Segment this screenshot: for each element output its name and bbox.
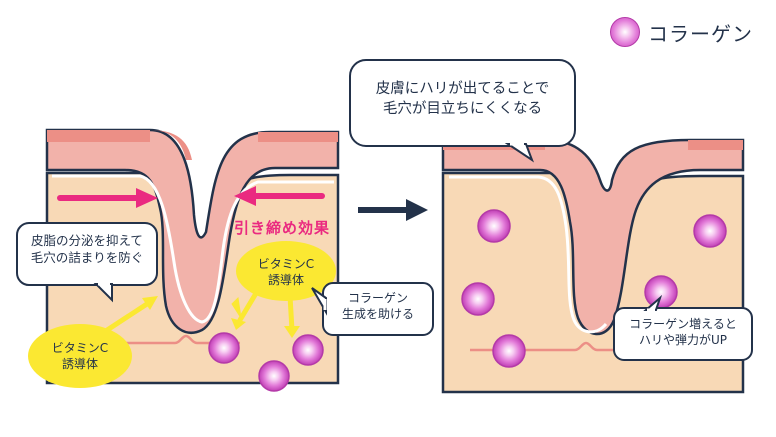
collagen-dot: [258, 360, 290, 392]
collagen-dot: [477, 209, 511, 243]
collagen-dot: [461, 282, 495, 316]
collagen-up-bubble: [613, 294, 753, 361]
collagen-help-box: [322, 282, 434, 336]
transition-arrow: [358, 199, 428, 221]
vitc-pointer-right-head: [284, 326, 300, 338]
sebum-note: 皮脂の分泌を抑えて 毛穴の詰まりを防ぐ: [17, 233, 157, 267]
firmness-note-line-2: 毛穴が目立ちにくくなる: [382, 100, 543, 117]
left-epidermis-surface: [47, 130, 150, 142]
right-push-arrow-head: [136, 188, 158, 208]
vitc-bottom-line-1: ビタミンC: [51, 341, 109, 355]
firmness-bubble: [349, 59, 576, 163]
vitc-bubble-top: [236, 241, 336, 301]
vitc-bottom-line-2: 誘導体: [61, 357, 98, 372]
vitc-label-top: ビタミンC 誘導体: [246, 256, 326, 288]
firmness-note-line-1: 皮膚にハリが出てることで: [375, 81, 550, 97]
legend-label: コラーゲン: [648, 21, 753, 46]
collagen-up-line-2: ハリや弾力がUP: [638, 333, 728, 348]
collagen-help-line-1: コラーゲン: [347, 291, 408, 305]
left-epidermis: [45, 128, 340, 334]
collagen-up-note: コラーゲン増えると ハリや弾力がUP: [614, 316, 752, 348]
vitc-top-line-1: ビタミンC: [257, 257, 315, 271]
left-collagen-dots: [208, 332, 324, 392]
vitc-pointer-left-head: [231, 318, 246, 330]
collagen-help-bubble: [311, 282, 434, 336]
vitc-bubble-top-shape: [236, 241, 336, 301]
sebum-note-line-1: 皮脂の分泌を抑えて: [31, 233, 143, 248]
right-collagen-dots: [461, 209, 727, 368]
collagen-dot: [644, 275, 678, 309]
firmness-bubble-box: [349, 59, 576, 147]
left-capillary: [60, 334, 240, 345]
left-epidermis-surface-2: [258, 132, 338, 142]
collagen-help-line-2: 生成を助ける: [341, 307, 414, 322]
right-capillary: [470, 341, 640, 352]
right-epidermis: [441, 138, 745, 336]
vitc-bubble-bottom-shape: [28, 324, 132, 388]
vitc-pointer-right-shaft: [287, 293, 295, 333]
vitc-pointers: [92, 287, 300, 341]
vitc-top-line-2: 誘導体: [267, 273, 304, 288]
collagen-dot: [693, 214, 727, 248]
vitc-label-bottom: ビタミンC 誘導体: [38, 340, 122, 372]
effect-label: 引き締め効果: [233, 219, 330, 237]
right-epidermis-surface-2: [688, 140, 743, 150]
right-pore-inner-outline: [449, 175, 608, 334]
collagen-up-box: [613, 307, 753, 361]
legend: コラーゲン: [610, 17, 753, 47]
collagen-help-label: コラーゲン 生成を助ける: [323, 290, 433, 322]
vitc-pointer-left: [231, 296, 242, 319]
vitc-bubble-bottom: [28, 324, 132, 388]
collagen-legend-icon: [610, 17, 640, 47]
vitc-pointer-left-shaft: [237, 287, 261, 323]
firmness-note: 皮膚にハリが出てることで 毛穴が目立ちにくくなる: [350, 80, 575, 119]
vitc-pointer-pore-head: [142, 296, 158, 310]
collagen-dot: [208, 332, 240, 364]
tightening-arrows: [57, 186, 325, 208]
collagen-dot: [292, 334, 324, 366]
sebum-note-line-2: 毛穴の詰まりを防ぐ: [30, 249, 144, 265]
collagen-up-line-1: コラーゲン増えると: [629, 317, 737, 331]
transition-arrow-head: [406, 199, 428, 221]
collagen-dot: [492, 334, 526, 368]
sebum-bubble-box: [16, 222, 158, 286]
left-push-arrow-head: [234, 186, 256, 206]
sebum-bubble: [16, 222, 158, 303]
left-pore-inner-outline: [52, 174, 334, 324]
